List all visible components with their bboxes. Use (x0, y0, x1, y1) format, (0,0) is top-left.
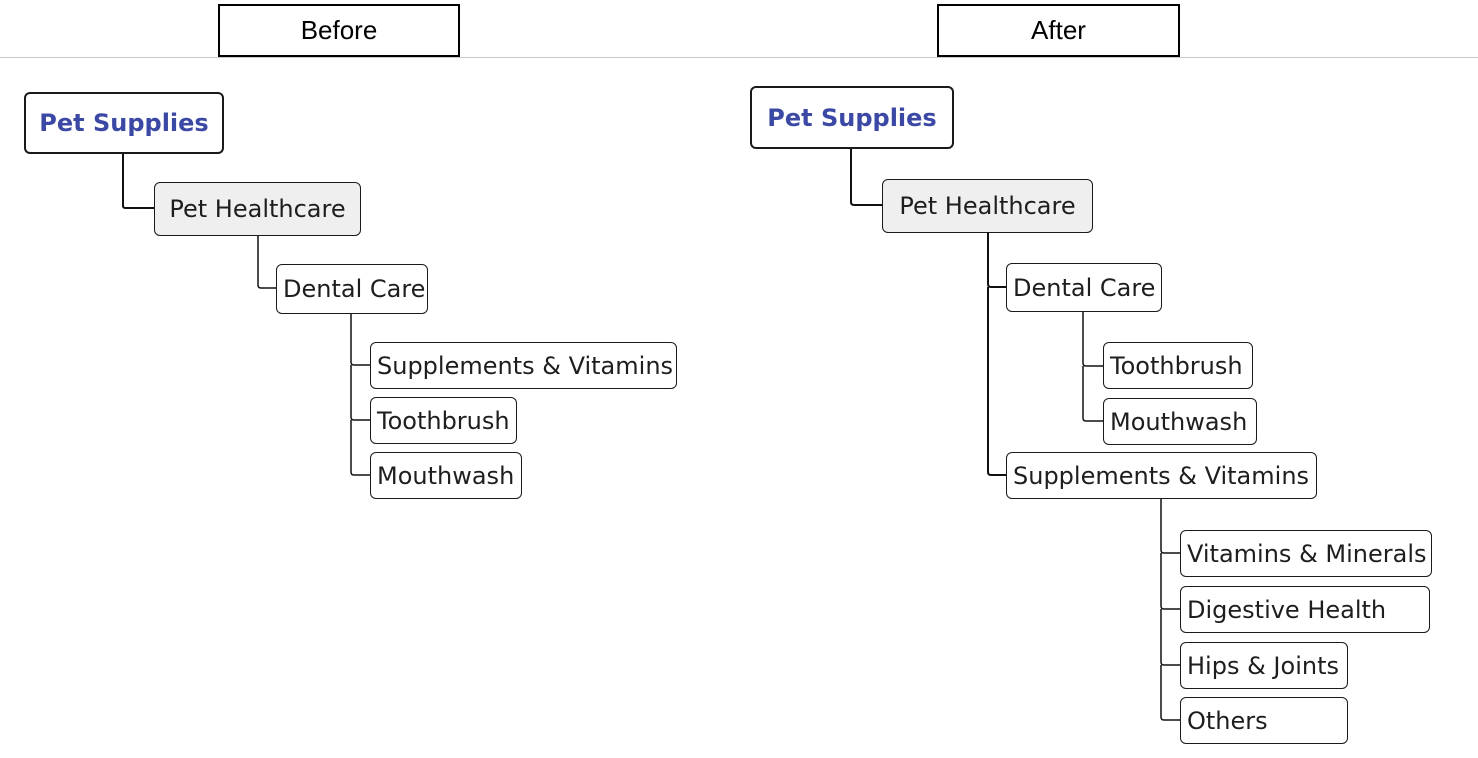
connector-after-root-healthcare (850, 149, 882, 206)
before-mouthwash-node: Mouthwash (370, 452, 522, 499)
connector-before-mouthwash (350, 420, 370, 476)
connector-before-supplements (350, 314, 370, 366)
connector-after-hips (1160, 609, 1180, 666)
before-healthcare-node: Pet Healthcare (154, 182, 361, 236)
before-dental-node: Dental Care (276, 264, 428, 314)
after-hips-joints-node: Hips & Joints (1180, 642, 1348, 689)
after-root-node: Pet Supplies (750, 86, 954, 149)
after-mouthwash-node: Mouthwash (1103, 398, 1257, 445)
after-healthcare-node: Pet Healthcare (882, 179, 1093, 233)
after-dental-node: Dental Care (1006, 263, 1162, 312)
before-root-node: Pet Supplies (24, 92, 224, 154)
connector-before-healthcare-dental (257, 236, 276, 289)
after-others-node: Others (1180, 697, 1348, 744)
after-toothbrush-node: Toothbrush (1103, 342, 1253, 389)
connector-after-digestive (1160, 553, 1180, 610)
after-supplements-node: Supplements & Vitamins (1006, 452, 1317, 499)
connector-after-dental (987, 233, 1006, 288)
connector-after-mouthwash (1082, 366, 1103, 422)
connector-before-toothbrush (350, 365, 370, 421)
after-digestive-health-node: Digestive Health (1180, 586, 1430, 633)
connector-after-others (1160, 665, 1180, 721)
after-label: After (937, 4, 1180, 57)
connector-after-toothbrush (1082, 312, 1103, 367)
connector-after-supplements (987, 287, 1006, 476)
connector-after-vitamins-minerals (1160, 499, 1180, 554)
after-vitamins-minerals-node: Vitamins & Minerals (1180, 530, 1432, 577)
before-supplements-node: Supplements & Vitamins (370, 342, 677, 389)
divider-line (0, 57, 1478, 58)
before-label: Before (218, 4, 460, 57)
connector-before-root-healthcare (122, 153, 154, 209)
before-toothbrush-node: Toothbrush (370, 397, 517, 444)
